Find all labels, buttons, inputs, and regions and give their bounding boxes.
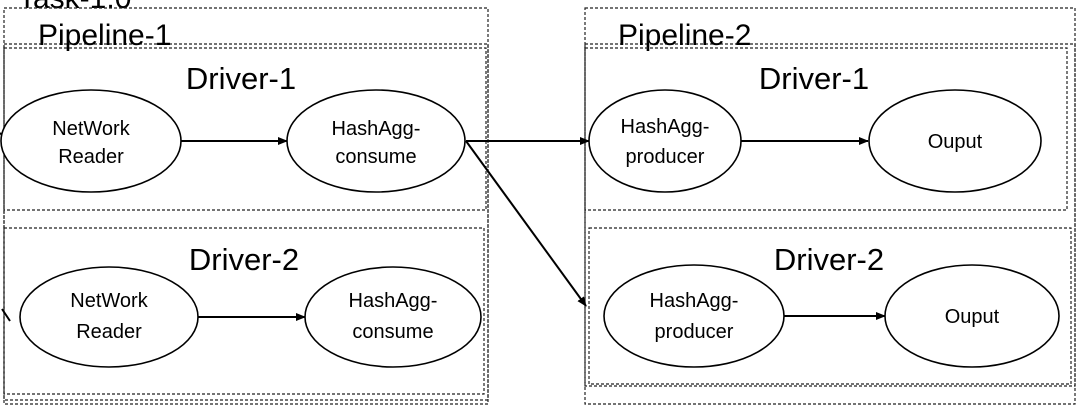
p1d2-hashagg-consume-node: HashAgg- consume (304, 266, 482, 368)
p2d2-node1-line2: producer (655, 321, 734, 343)
p1d1-node1-line1: NetWork (52, 118, 130, 140)
p2-driver-1-label: Driver-1 (759, 61, 869, 96)
pipeline-1-label: Pipeline-1 (38, 19, 171, 52)
p2d1-node1-line1: HashAgg- (621, 116, 710, 138)
pipeline-1-box (3, 43, 489, 401)
p1d2-node1-line1: NetWork (70, 290, 148, 312)
edge-incoming-left-bottom (1, 308, 11, 322)
p2d2-node1-line1: HashAgg- (650, 290, 739, 312)
p2-driver-1-box (584, 47, 1068, 211)
p2-driver-2-box (588, 227, 1072, 385)
p1d1-node2-line1: HashAgg- (332, 118, 421, 140)
p2-driver-2-label: Driver-2 (774, 242, 884, 277)
p1d1-hashagg-consume-node: HashAgg- consume (286, 89, 466, 193)
p2d1-node1-line2: producer (626, 146, 705, 168)
p2d1-node2-line1: Ouput (928, 131, 983, 153)
p1-driver-2-label: Driver-2 (189, 242, 299, 277)
p1d1-network-reader-node: NetWork Reader (0, 89, 182, 193)
p2d1-hashagg-producer-node: HashAgg- producer (588, 89, 742, 193)
p1-driver-1-label: Driver-1 (186, 61, 296, 96)
p2d2-hashagg-producer-node: HashAgg- producer (603, 264, 785, 368)
p1d2-node2-line1: HashAgg- (349, 290, 438, 312)
edge-consume-to-p2d2-producer (465, 140, 587, 307)
p1-driver-2-box (3, 227, 485, 395)
p2d2-output-node: Ouput (884, 264, 1060, 368)
p1d2-network-reader-node: NetWork Reader (19, 266, 199, 368)
p1d1-node2-line2: consume (335, 146, 416, 168)
pipeline-2-label: Pipeline-2 (618, 19, 751, 52)
p1d2-node1-line2: Reader (76, 321, 142, 343)
p1d2-node2-line2: consume (352, 321, 433, 343)
p2d2-node2-line1: Ouput (945, 306, 1000, 328)
p2d1-output-node: Ouput (868, 89, 1042, 193)
p1d1-node1-line2: Reader (58, 146, 124, 168)
pipeline-2-box (584, 43, 1076, 387)
